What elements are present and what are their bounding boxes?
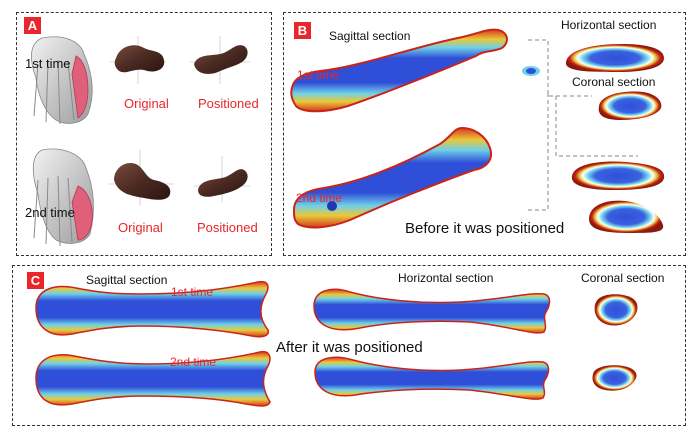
horizontal-section-after-1: [313, 288, 551, 334]
positioned-bone-model-2: [194, 156, 250, 202]
horizontal-section-before-1: [565, 44, 664, 72]
section-connector-lines: [528, 39, 638, 211]
horizontal-section-before-2: [571, 161, 665, 190]
panel-b-time1-label: 1st time: [297, 68, 340, 82]
panel-a-original-label-1: Original: [124, 96, 169, 111]
panel-c-time1-label: 1st time: [171, 285, 214, 299]
panel-a-row1-time: 1st time: [25, 56, 71, 71]
panel-c-badge: C: [27, 272, 44, 289]
panel-a-badge: A: [24, 17, 41, 34]
panel-b-time2-label: 2nd time: [296, 191, 343, 205]
coronal-section-before-2: [589, 200, 664, 233]
positioned-bone-model-1: [190, 36, 250, 84]
coronal-section-after-1: [594, 294, 638, 326]
panel-b: [283, 12, 686, 256]
sagittal-section-after-1: [35, 280, 270, 338]
horizontal-section-after-2: [314, 356, 550, 400]
panel-a-original-label-2: Original: [118, 220, 163, 235]
panel-c-sagittal-label: Sagittal section: [86, 273, 168, 287]
bone-fragment: [522, 66, 540, 76]
coronal-section-before-1: [598, 91, 662, 120]
panel-a: [16, 12, 272, 256]
original-bone-model-2: [108, 150, 174, 206]
panel-a-positioned-label-2: Positioned: [197, 220, 258, 235]
panel-c-caption: After it was positioned: [276, 339, 423, 356]
panel-b-coronal-label: Coronal section: [572, 75, 656, 89]
foot-skeleton-2: [32, 148, 94, 247]
sagittal-section-before-1: [290, 28, 508, 113]
foot-skeleton-1: [31, 36, 93, 125]
sagittal-section-after-2: [35, 350, 271, 407]
panel-a-positioned-label-1: Positioned: [198, 96, 259, 111]
panel-c-time2-label: 2nd time: [170, 355, 217, 369]
panel-c-horizontal-label: Horizontal section: [398, 271, 494, 285]
panel-b-badge: B: [294, 22, 311, 39]
original-bone-model-1: [110, 36, 166, 84]
panel-b-caption: Before it was positioned: [405, 220, 565, 237]
panel-a-row2-time: 2nd time: [25, 205, 75, 220]
coronal-section-after-2: [592, 365, 637, 391]
sagittal-section-before-2: [292, 126, 492, 229]
panel-b-sagittal-label: Sagittal section: [329, 29, 411, 43]
panel-c-coronal-label: Coronal section: [581, 271, 665, 285]
panel-b-horizontal-label: Horizontal section: [561, 18, 657, 32]
panel-c: [12, 265, 686, 426]
